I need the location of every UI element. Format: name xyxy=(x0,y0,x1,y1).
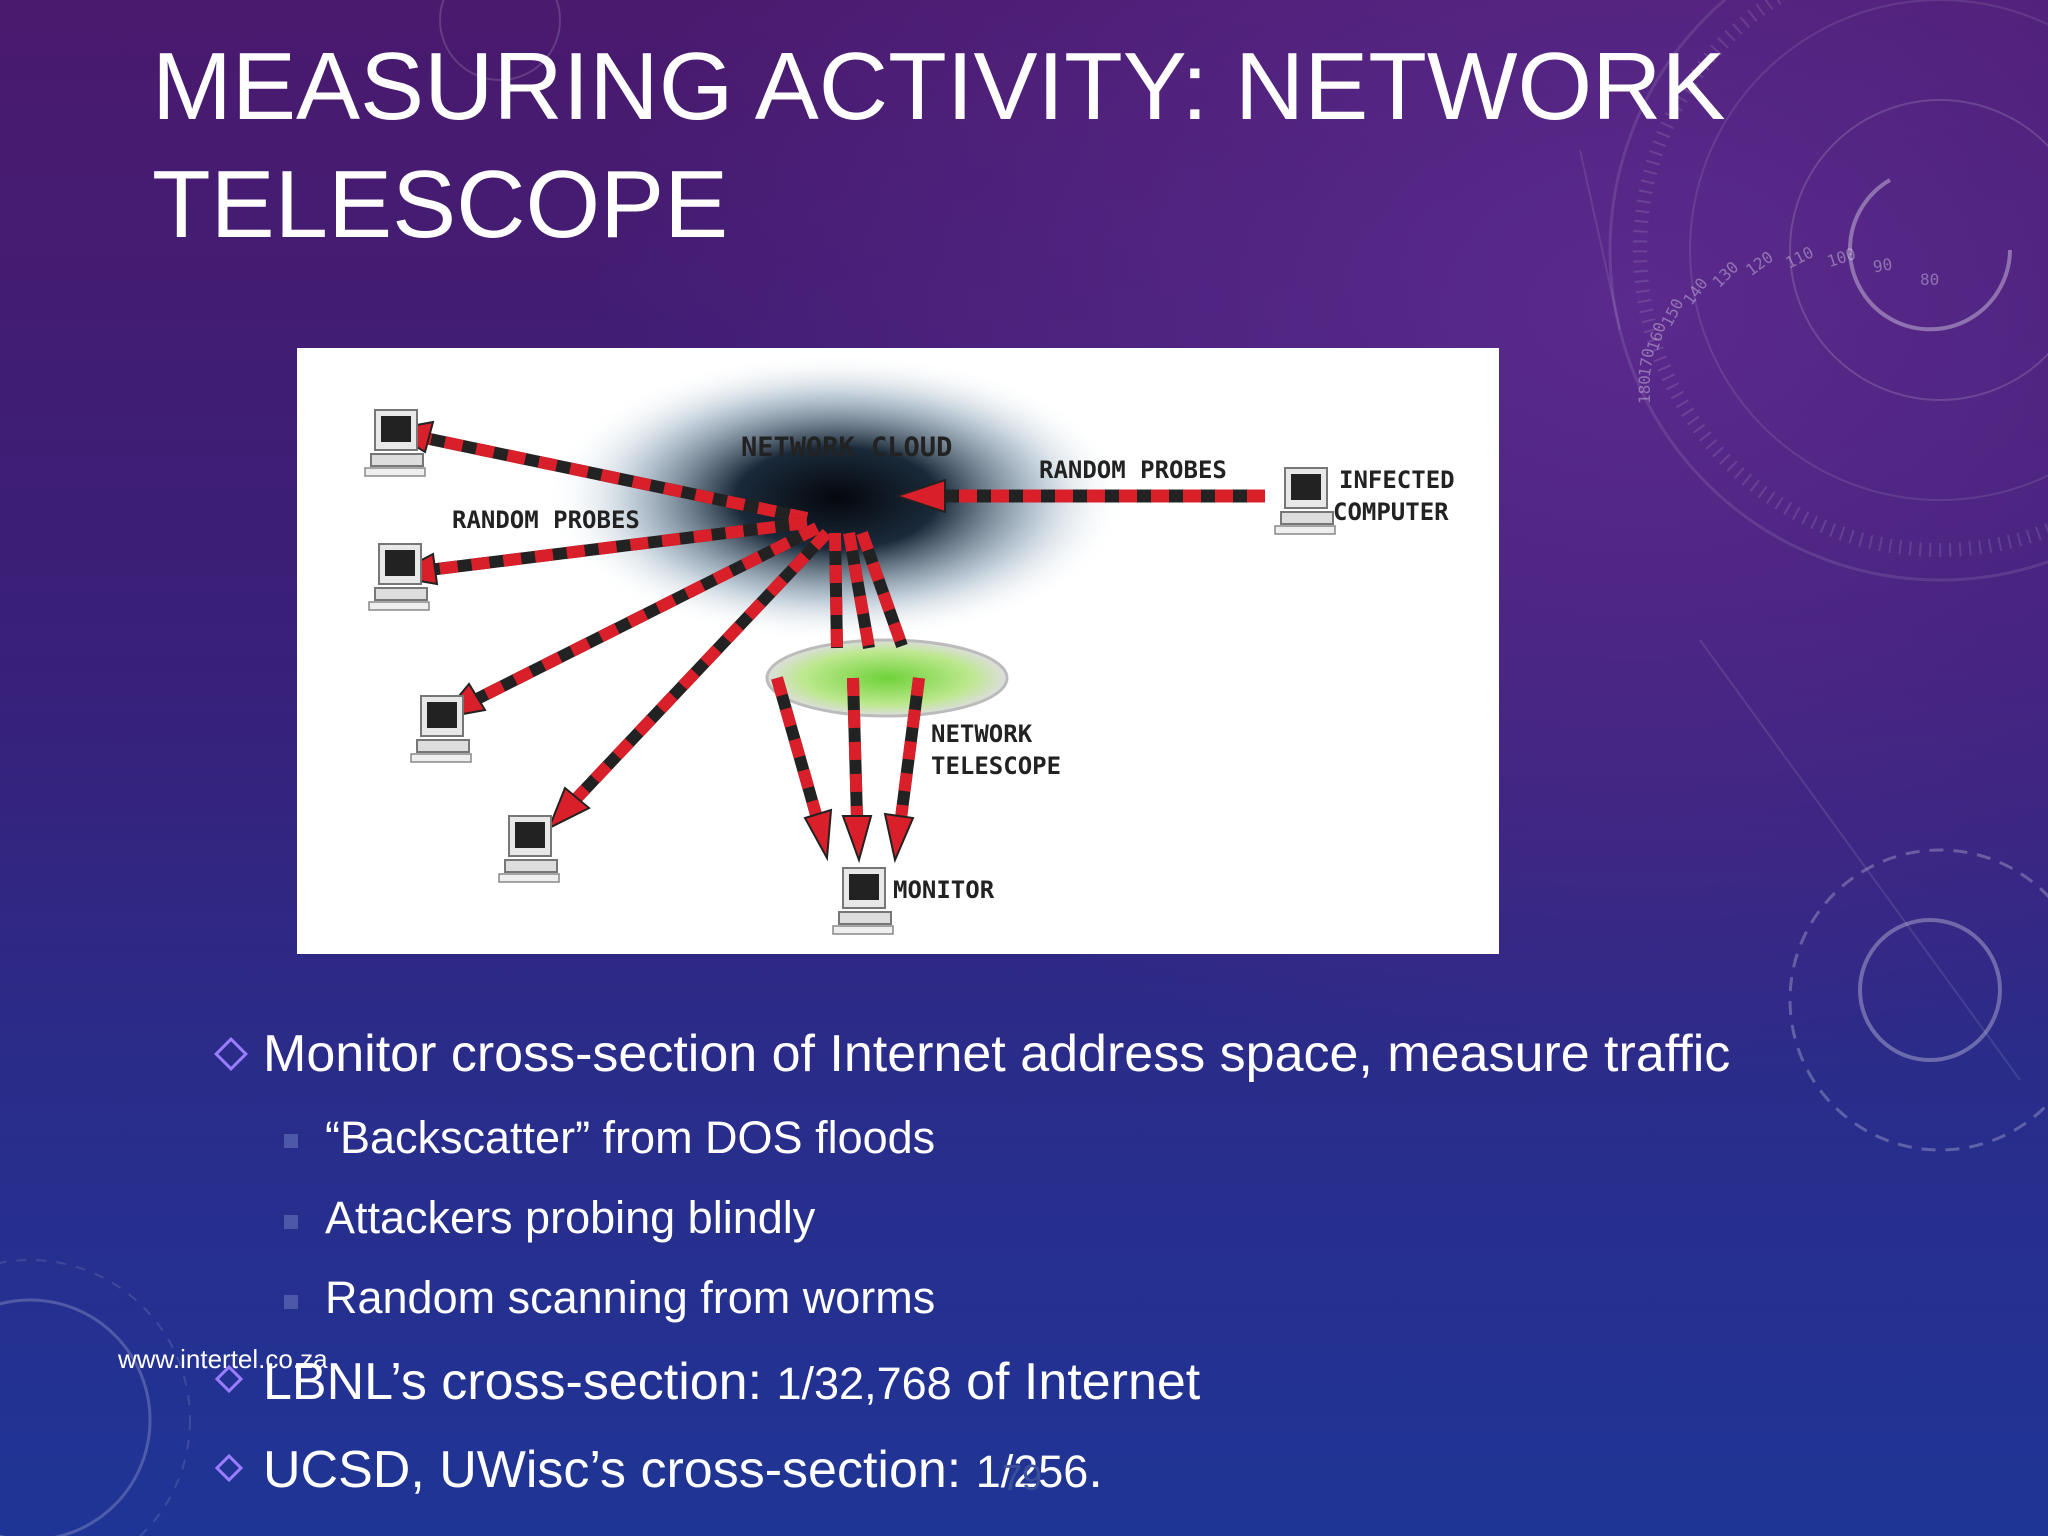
network-cloud xyxy=(547,353,1127,643)
label-monitor: MONITOR xyxy=(893,876,995,904)
bullet-lbnl: LBNL’s cross-section: 1/32,768 of Intern… xyxy=(263,1352,1200,1414)
sub-bullet-3: Random scanning from worms xyxy=(325,1272,936,1323)
lbnl-suffix: of Internet xyxy=(951,1353,1201,1411)
ucsd-prefix: UCSD, UWisc’s cross-section: xyxy=(263,1441,976,1499)
lbnl-value: 1/32,768 xyxy=(776,1358,952,1409)
bullet-ucsd: UCSD, UWisc’s cross-section: 1/256. xyxy=(263,1440,1103,1502)
ucsd-suffix: . xyxy=(1088,1441,1103,1499)
label-network-cloud: NETWORK CLOUD xyxy=(741,432,952,463)
page-number: 79 xyxy=(1002,1457,1043,1498)
sub-bullet-2: Attackers probing blindly xyxy=(325,1192,816,1243)
ucsd-value: 1/256 xyxy=(975,1446,1089,1497)
telescope-lens xyxy=(765,638,1009,718)
slide-title: MEASURING ACTIVITY: NETWORK TELESCOPE xyxy=(152,28,1912,264)
lbnl-prefix: LBNL’s cross-section: xyxy=(263,1353,777,1411)
sub-bullet-square-icon xyxy=(284,1215,298,1229)
title-line-2: TELESCOPE xyxy=(152,151,729,258)
label-random-probes-left: RANDOM PROBES xyxy=(452,506,640,534)
footer-url: www.intertel.co.za xyxy=(118,1344,328,1374)
bullet-diamond-icon xyxy=(214,1453,244,1483)
sub-bullet-1: “Backscatter” from DOS floods xyxy=(325,1112,936,1163)
label-telescope-line-1: NETWORK xyxy=(931,720,1033,748)
bullet-diamond-icon xyxy=(214,1037,248,1071)
sub-bullet-square-icon xyxy=(284,1134,298,1148)
label-infected-line-2: COMPUTER xyxy=(1333,498,1449,526)
label-random-probes-right: RANDOM PROBES xyxy=(1039,456,1227,484)
network-telescope-diagram: NETWORK CLOUD RANDOM PROBES RANDOM PROBE… xyxy=(297,348,1499,954)
title-line-1: MEASURING ACTIVITY: NETWORK xyxy=(152,33,1726,140)
label-infected-line-1: INFECTED xyxy=(1339,466,1455,494)
dial-tick-label: 80 xyxy=(1920,270,1940,289)
sub-bullet-square-icon xyxy=(284,1295,298,1309)
label-telescope-line-2: TELESCOPE xyxy=(931,752,1061,780)
bullet-main: Monitor cross-section of Internet addres… xyxy=(263,1025,1731,1083)
